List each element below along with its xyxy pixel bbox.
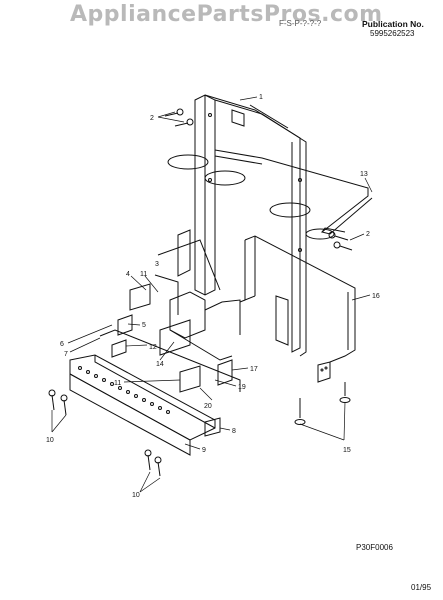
track-ellipses xyxy=(167,154,335,240)
rack-frame xyxy=(239,235,356,383)
callout-7: 7 xyxy=(64,351,68,358)
callout-14: 14 xyxy=(156,361,164,368)
callout-2a: 2 xyxy=(150,115,154,122)
screws xyxy=(48,108,353,477)
callout-1: 1 xyxy=(259,94,263,101)
watermark-text: AppliancePartsPros.com xyxy=(70,2,383,27)
callout-6: 6 xyxy=(60,341,64,348)
callout-2b: 2 xyxy=(366,231,370,238)
leader-lines xyxy=(51,96,373,493)
callout-16: 16 xyxy=(372,293,380,300)
publication-number: 5995262523 xyxy=(370,29,415,38)
callout-10a: 10 xyxy=(46,437,54,444)
callout-20: 20 xyxy=(204,403,212,410)
model-text: F-S-P-?-?-? xyxy=(279,19,322,28)
callout-17: 17 xyxy=(250,366,258,373)
callout-11b: 11 xyxy=(114,380,121,387)
publication-label: Publication No. xyxy=(362,19,424,29)
console-panel xyxy=(69,329,241,456)
callout-13: 13 xyxy=(360,171,368,178)
callout-12: 12 xyxy=(149,344,157,351)
revision-date: 01/95 xyxy=(411,583,432,592)
callout-3: 3 xyxy=(155,261,159,268)
callout-5: 5 xyxy=(142,322,146,329)
mount-bracket xyxy=(154,229,241,361)
callout-8: 8 xyxy=(232,428,236,435)
callout-labels: 1 2 13 2 4 11 3 5 6 7 12 14 16 17 19 20 … xyxy=(46,94,380,499)
figure-code: P30F0006 xyxy=(356,543,393,552)
callout-9: 9 xyxy=(202,447,206,454)
callout-19: 19 xyxy=(238,384,246,391)
callout-15: 15 xyxy=(343,447,351,454)
callout-4: 4 xyxy=(126,271,130,278)
vertical-frame xyxy=(194,94,307,357)
switch-components xyxy=(111,283,233,393)
cross-bracket xyxy=(214,149,373,235)
callout-10b: 10 xyxy=(132,492,140,499)
console-holes xyxy=(78,366,170,414)
callout-11a: 11 xyxy=(140,271,147,278)
